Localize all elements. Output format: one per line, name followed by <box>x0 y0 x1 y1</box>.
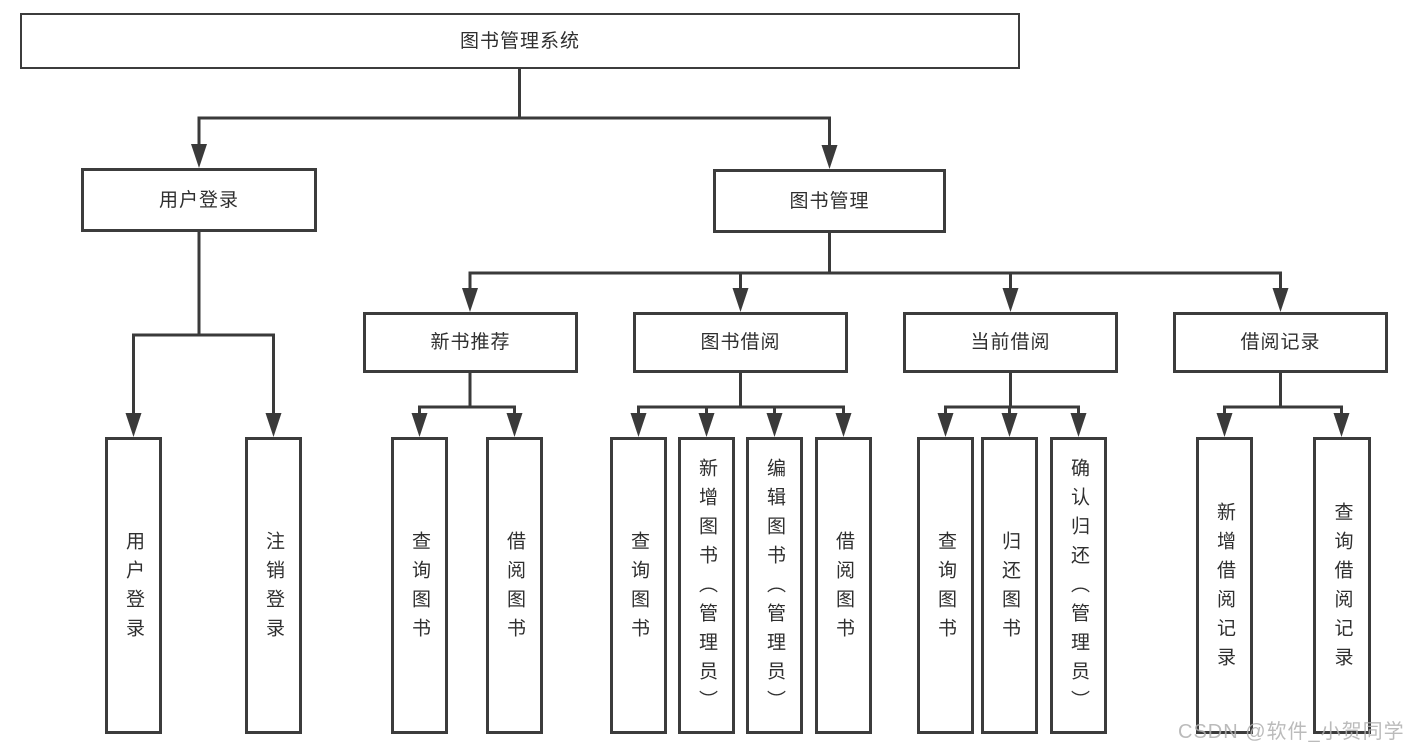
edges-book-mgmt <box>462 231 1289 312</box>
edges-book-borrow <box>630 371 852 437</box>
node-user-login: 用户登录 <box>81 168 317 232</box>
node-book-mgmt: 图书管理 <box>713 169 946 233</box>
node-leaf-borrow-book-2: 借阅图书 <box>815 437 872 734</box>
node-leaf-query-borrow-record: 查询借阅记录 <box>1313 437 1371 734</box>
node-leaf-add-borrow-record: 新增借阅记录 <box>1196 437 1253 734</box>
node-leaf-add-book: 新增图书（管理员） <box>678 437 735 734</box>
node-leaf-query-book-3: 查询图书 <box>917 437 974 734</box>
edges-borrow-records <box>1216 371 1350 437</box>
node-leaf-edit-book: 编辑图书（管理员） <box>746 437 803 734</box>
edges-root <box>191 66 838 169</box>
node-borrow-records: 借阅记录 <box>1173 312 1388 373</box>
edges-user-login <box>125 230 282 437</box>
watermark: CSDN @软件_小贺同学 <box>1178 721 1405 743</box>
node-root: 图书管理系统 <box>20 13 1020 69</box>
node-leaf-confirm-return: 确认归还（管理员） <box>1050 437 1107 734</box>
edges-new-book-rec <box>411 371 523 437</box>
node-current-borrow: 当前借阅 <box>903 312 1118 373</box>
node-leaf-query-book-2: 查询图书 <box>610 437 667 734</box>
node-new-book-rec: 新书推荐 <box>363 312 578 373</box>
edges-current-borrow <box>937 371 1087 437</box>
node-leaf-query-book-1: 查询图书 <box>391 437 448 734</box>
node-leaf-user-login: 用户登录 <box>105 437 162 734</box>
node-leaf-borrow-book-1: 借阅图书 <box>486 437 543 734</box>
node-leaf-return-book: 归还图书 <box>981 437 1038 734</box>
node-book-borrow: 图书借阅 <box>633 312 848 373</box>
node-leaf-logout: 注销登录 <box>245 437 302 734</box>
